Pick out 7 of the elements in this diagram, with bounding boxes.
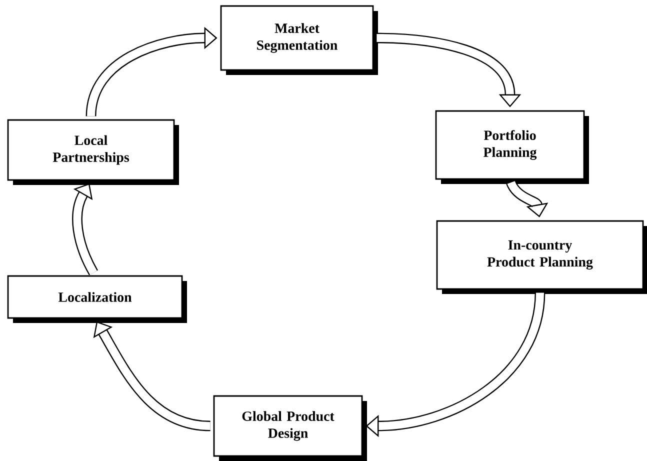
process-box: Global Product Design	[213, 395, 367, 461]
process-box: In-country Product Planning	[436, 220, 647, 294]
process-box: Market Segmentation	[220, 5, 378, 75]
arrow	[506, 180, 548, 218]
process-box: Localization	[7, 275, 187, 323]
process-box: Portfolio Planning	[435, 110, 589, 184]
process-box: Local Partnerships	[7, 119, 179, 185]
